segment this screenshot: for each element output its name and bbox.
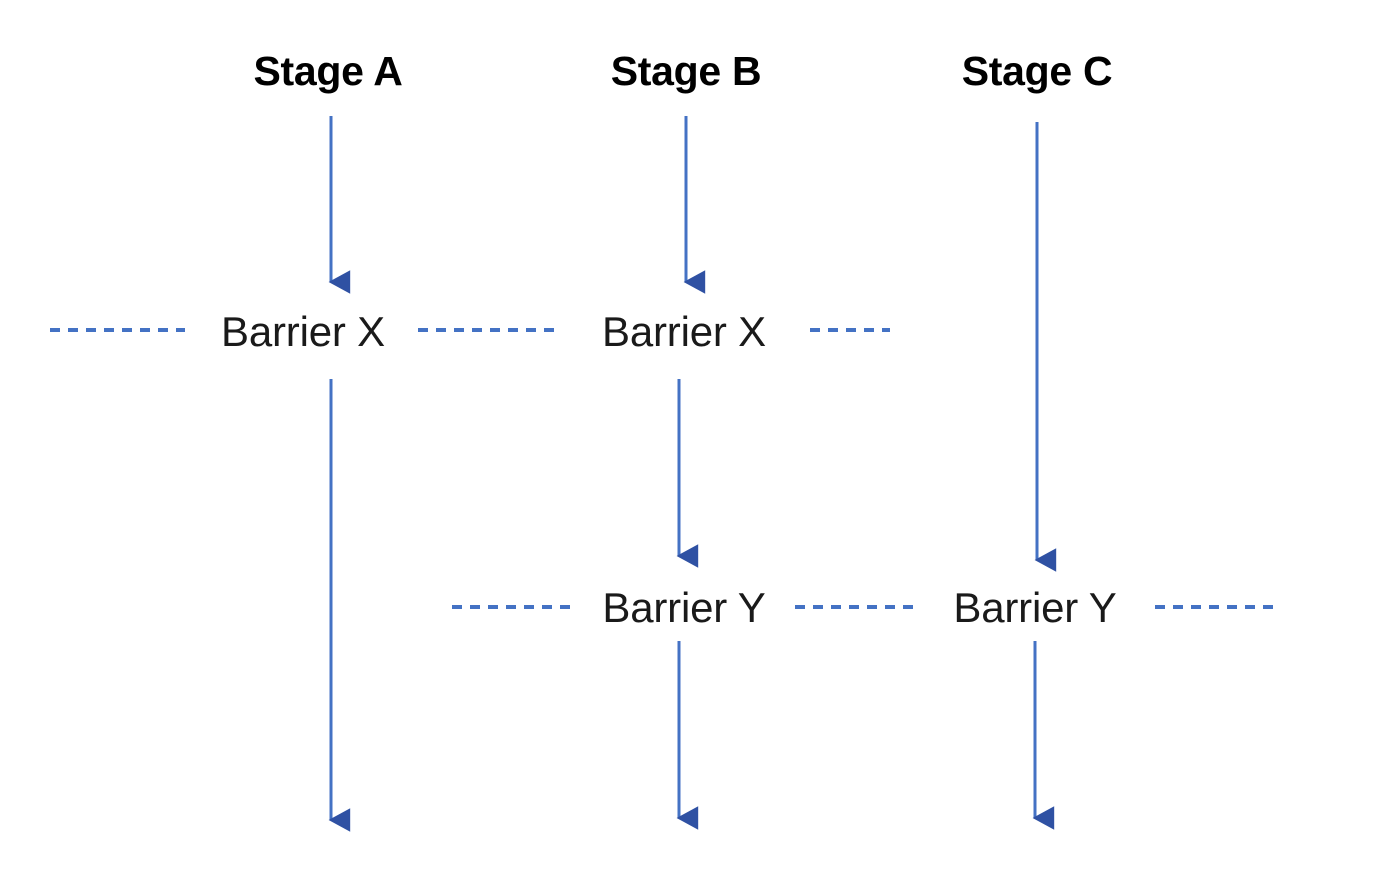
barrier-node-y-c: Barrier Y	[953, 584, 1117, 631]
stage-header-c: Stage C	[961, 48, 1113, 94]
stage-header-a: Stage A	[253, 48, 403, 94]
barrier-node-x-b: Barrier X	[602, 308, 766, 355]
barrier-node-x-a: Barrier X	[221, 308, 385, 355]
barrier-node-y-b: Barrier Y	[602, 584, 766, 631]
stage-header-b: Stage B	[610, 48, 762, 94]
